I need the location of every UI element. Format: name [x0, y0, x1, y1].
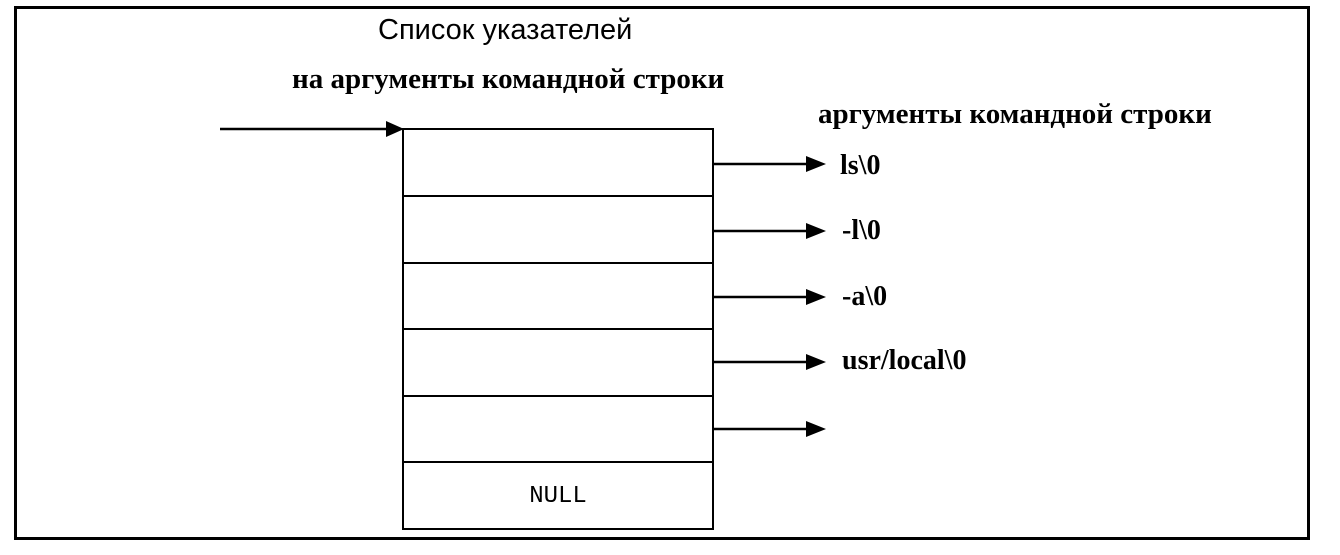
diagram-frame — [14, 6, 1310, 540]
pointer-array: NULL — [402, 128, 714, 530]
pointer-cell-4 — [404, 397, 712, 463]
pointer-cell-3 — [404, 330, 712, 397]
arrow-to-arg-2 — [714, 289, 826, 305]
arg-label-0: ls\0 — [840, 150, 881, 181]
arrow-to-arg-1 — [714, 223, 826, 239]
arg-label-3: usr/local\0 — [842, 345, 967, 376]
entry-pointer-arrow — [220, 121, 404, 137]
pointer-list-subtitle: на аргументы командной строки — [292, 63, 725, 95]
arguments-heading: аргументы командной строки — [818, 98, 1212, 130]
pointer-cell-1 — [404, 197, 712, 264]
pointer-cell-0 — [404, 130, 712, 197]
pointer-cell-2 — [404, 264, 712, 330]
pointer-cell-null: NULL — [404, 463, 712, 528]
pointer-list-title: Список указателей — [378, 14, 633, 46]
null-terminator-label: NULL — [529, 483, 587, 510]
arrow-to-arg-4 — [714, 421, 826, 437]
arg-label-1: -l\0 — [842, 215, 881, 246]
arrow-to-arg-3 — [714, 354, 826, 370]
arrow-to-arg-0 — [714, 156, 826, 172]
arg-label-2: -a\0 — [842, 281, 888, 312]
